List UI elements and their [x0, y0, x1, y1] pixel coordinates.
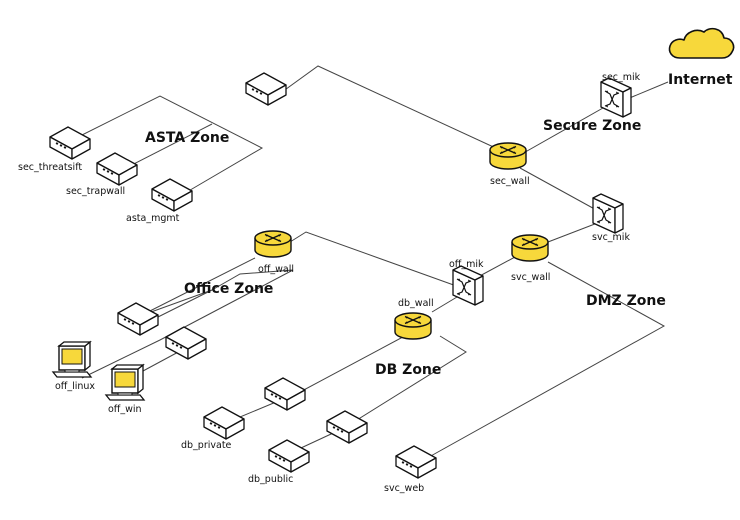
- device-svc-web[interactable]: svc_web: [384, 445, 437, 494]
- zone-label-office: Office Zone: [184, 281, 273, 297]
- zone-label-dmz: DMZ Zone: [586, 293, 666, 309]
- router-firewall-icon: [511, 234, 549, 262]
- device-off-win[interactable]: off_win: [105, 364, 145, 415]
- mikrotik-switch-icon: [600, 77, 632, 118]
- device-label-off-mik: off_mik: [449, 259, 484, 270]
- device-label-svc-web: svc_web: [384, 483, 424, 494]
- device-label-sec-mik: sec_mik: [602, 72, 641, 83]
- device-label-db-wall: db_wall: [398, 298, 434, 309]
- server-icon: [203, 406, 245, 440]
- device-label-svc-wall: svc_wall: [511, 272, 550, 283]
- device-sec-wall[interactable]: sec_wall: [489, 142, 530, 187]
- device-sec-trapwall[interactable]: sec_trapwall: [66, 152, 138, 197]
- router-firewall-icon: [489, 142, 527, 170]
- server-icon: [395, 445, 437, 479]
- device-label-db-public: db_public: [248, 474, 293, 485]
- switch-icon: [326, 410, 368, 444]
- router-firewall-icon: [394, 312, 432, 340]
- zone-label-secure: Secure Zone: [543, 118, 641, 134]
- device-label-sec-wall: sec_wall: [490, 176, 530, 187]
- link-svc-mik-svc-wall: [547, 221, 601, 243]
- workstation-icon: [105, 364, 145, 401]
- device-db-private[interactable]: db_private: [181, 406, 245, 451]
- device-label-off-linux: off_linux: [55, 381, 95, 392]
- internet-label: Internet: [668, 72, 733, 88]
- device-sec-mik[interactable]: sec_mik: [600, 72, 641, 118]
- zone-label-db: DB Zone: [375, 362, 441, 378]
- device-off-wall[interactable]: off_wall: [254, 230, 294, 275]
- server-icon: [96, 152, 138, 186]
- device-db-public[interactable]: db_public: [248, 439, 310, 485]
- switch-icon: [165, 326, 207, 360]
- device-label-svc-mik: svc_mik: [592, 232, 630, 243]
- workstation-icon: [52, 341, 92, 378]
- device-svc-mik[interactable]: svc_mik: [592, 193, 630, 243]
- db-switch-1[interactable]: [264, 377, 306, 411]
- switch-icon: [245, 72, 287, 106]
- device-off-linux[interactable]: off_linux: [52, 341, 95, 392]
- office-switch-2[interactable]: [165, 326, 207, 360]
- switch-icon: [117, 302, 159, 336]
- device-label-db-private: db_private: [181, 440, 232, 451]
- link-asta-bus: [71, 95, 264, 197]
- link-dmz-web: [419, 261, 666, 463]
- link-office-bus: [81, 257, 294, 379]
- device-asta-mgmt[interactable]: asta_mgmt: [126, 178, 193, 224]
- cloud-icon: [668, 27, 735, 59]
- device-sec-threatsift[interactable]: sec_threatsift: [18, 126, 91, 173]
- link-asta-trapwall: [121, 123, 213, 171]
- link-sec-mik-sec-wall: [519, 103, 611, 156]
- internet-cloud: Internet: [668, 27, 735, 88]
- db-switch-2[interactable]: [326, 410, 368, 444]
- link-sec-wall-svc-mik: [519, 167, 601, 213]
- zone-label-asta: ASTA Zone: [145, 130, 229, 146]
- device-label-asta-mgmt: asta_mgmt: [126, 213, 180, 224]
- mikrotik-switch-icon: [452, 265, 484, 306]
- link-off-mik-off-wall: [289, 231, 463, 289]
- device-label-off-win: off_win: [108, 404, 142, 415]
- router-firewall-icon: [254, 230, 292, 258]
- link-asta-switch-sec-wall: [281, 65, 501, 151]
- link-svc-wall-off-mik: [475, 256, 516, 279]
- server-icon: [268, 439, 310, 473]
- server-icon: [49, 126, 91, 160]
- device-label-sec-threatsift: sec_threatsift: [18, 162, 82, 173]
- asta-switch[interactable]: [245, 72, 287, 106]
- switch-icon: [264, 377, 306, 411]
- server-icon: [151, 178, 193, 212]
- device-label-off-wall: off_wall: [258, 264, 294, 275]
- device-label-sec-trapwall: sec_trapwall: [66, 186, 125, 197]
- office-switch-1[interactable]: [117, 302, 159, 336]
- device-db-wall[interactable]: db_wall: [394, 298, 434, 340]
- mikrotik-switch-icon: [592, 193, 624, 234]
- device-svc-wall[interactable]: svc_wall: [511, 234, 550, 283]
- device-off-mik[interactable]: off_mik: [449, 259, 484, 306]
